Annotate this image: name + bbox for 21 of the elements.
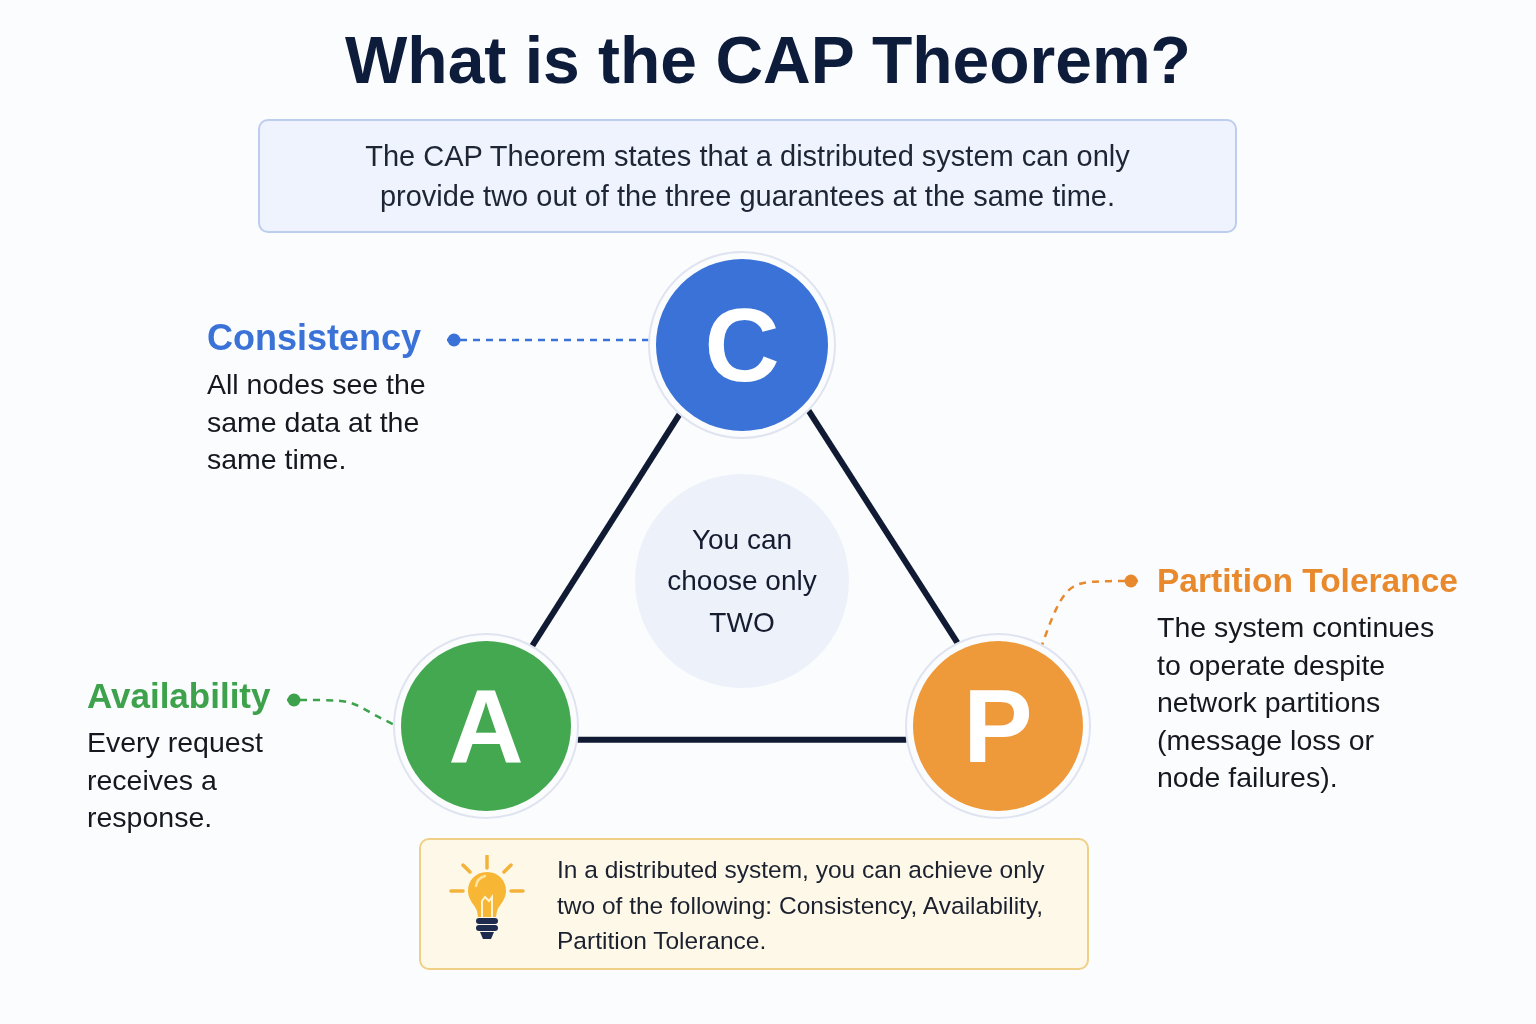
intro-box — [258, 119, 1237, 233]
callout-heading: Consistency — [207, 316, 422, 360]
callout-text: All nodes see the same data at the same time. — [207, 367, 427, 477]
connector-line — [806, 409, 960, 645]
leader-line — [287, 693, 395, 726]
callout-text: The system continues to operate despite network partitions (message loss or node failures). — [1157, 610, 1436, 795]
leader-line — [447, 333, 649, 347]
title: What is the CAP Theorem? — [344, 22, 1192, 98]
circle-letter: P — [963, 674, 1033, 778]
connector-line — [529, 412, 682, 648]
callout-heading: Availability — [87, 675, 271, 717]
note-text: In a distributed system, you can achieve only two of the following: Consistency, Availability, Partition Tolerance. — [557, 855, 1046, 956]
callout-text: Every request receives a response. — [87, 725, 264, 835]
center-text: You can choose only TWO — [666, 522, 818, 640]
intro-text: The CAP Theorem states that a distributed system can only provide two out of the three guarantees at the same time. — [364, 139, 1131, 214]
circle-letter: C — [704, 293, 780, 397]
leader-line — [1040, 574, 1138, 646]
callout-heading: Partition Tolerance — [1157, 561, 1458, 601]
connector-line — [577, 736, 907, 743]
note-box — [419, 838, 1089, 970]
circle-letter: A — [448, 674, 524, 778]
